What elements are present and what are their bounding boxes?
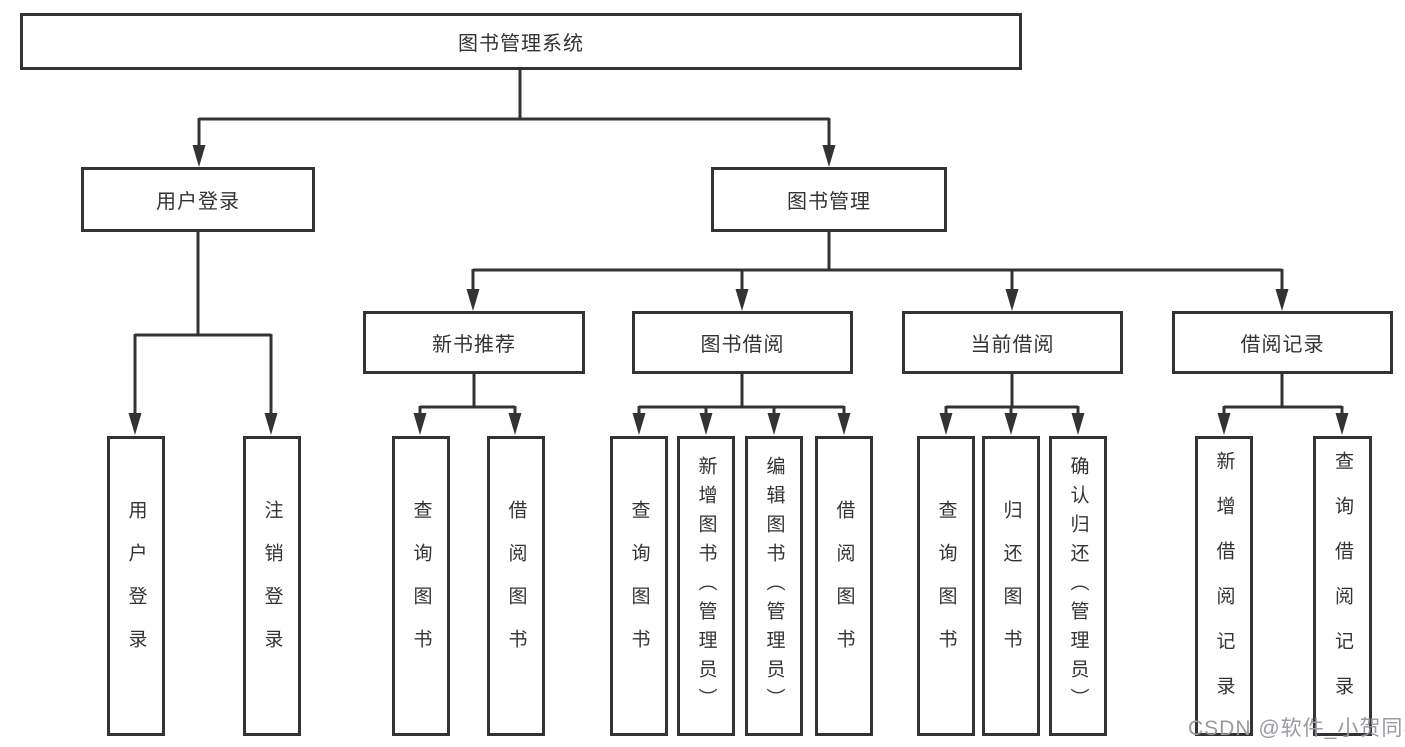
leaf-label: 确认归还（管理员）	[1067, 455, 1089, 717]
leaf-return-books: 归还图书	[982, 436, 1040, 736]
leaf-label: 用户登录	[125, 500, 147, 672]
node-book-borrowing: 图书借阅	[632, 311, 853, 374]
arrow-icon	[1071, 413, 1085, 435]
arrow-icon	[128, 413, 142, 435]
node-user-login: 用户登录	[81, 167, 315, 232]
leaf-add-borrow-record: 新增借阅记录	[1195, 436, 1253, 736]
leaf-label: 查询图书	[935, 500, 957, 672]
leaf-user-login: 用户登录	[107, 436, 165, 736]
leaf-label: 借阅图书	[505, 500, 527, 672]
arrow-icon	[1275, 289, 1289, 311]
node-current-borrowing: 当前借阅	[902, 311, 1123, 374]
leaf-label: 查询图书	[410, 500, 432, 672]
arrow-icon	[1005, 289, 1019, 311]
arrow-icon	[822, 145, 836, 167]
arrow-icon	[192, 145, 206, 167]
leaf-logout: 注销登录	[243, 436, 301, 736]
node-borrowing-records: 借阅记录	[1172, 311, 1393, 374]
arrow-icon	[1217, 413, 1231, 435]
arrow-icon	[939, 413, 953, 435]
leaf-borrow-books: 借阅图书	[815, 436, 873, 736]
leaf-label: 新增借阅记录	[1213, 451, 1235, 721]
arrow-icon	[466, 289, 480, 311]
arrow-icon	[632, 413, 646, 435]
arrow-icon	[508, 413, 522, 435]
tree-edges	[133, 69, 1344, 418]
leaf-label: 查询借阅记录	[1332, 451, 1353, 721]
leaf-confirm-return-admin: 确认归还（管理员）	[1049, 436, 1107, 736]
arrow-icon	[1335, 413, 1349, 435]
arrow-icon	[767, 413, 781, 435]
leaf-edit-books-admin: 编辑图书（管理员）	[745, 436, 803, 736]
leaf-borrow-books-recommend: 借阅图书	[487, 436, 545, 736]
arrow-icon	[264, 413, 278, 435]
leaf-label: 编辑图书（管理员）	[763, 455, 785, 717]
leaf-label: 查询图书	[628, 500, 650, 672]
leaf-query-books-recommend: 查询图书	[392, 436, 450, 736]
leaf-query-books-current: 查询图书	[917, 436, 975, 736]
leaf-query-borrow-record: 查询借阅记录	[1313, 436, 1372, 736]
leaf-query-books-borrow: 查询图书	[610, 436, 668, 736]
arrow-icon	[735, 289, 749, 311]
arrow-icon	[1004, 413, 1018, 435]
csdn-watermark: CSDN @软件_小贺同学	[1188, 717, 1405, 740]
arrow-icon	[699, 413, 713, 435]
arrow-icon	[837, 413, 851, 435]
leaf-label: 注销登录	[261, 500, 283, 672]
node-new-book-recommendation: 新书推荐	[363, 311, 585, 374]
leaf-add-books-admin: 新增图书（管理员）	[677, 436, 735, 736]
leaf-label: 借阅图书	[833, 500, 855, 672]
leaf-label: 归还图书	[1000, 500, 1022, 672]
arrowheads	[128, 145, 1349, 435]
leaf-label: 新增图书（管理员）	[695, 455, 717, 717]
arrow-icon	[413, 413, 427, 435]
node-book-management: 图书管理	[711, 167, 947, 232]
node-library-system: 图书管理系统	[20, 13, 1022, 70]
